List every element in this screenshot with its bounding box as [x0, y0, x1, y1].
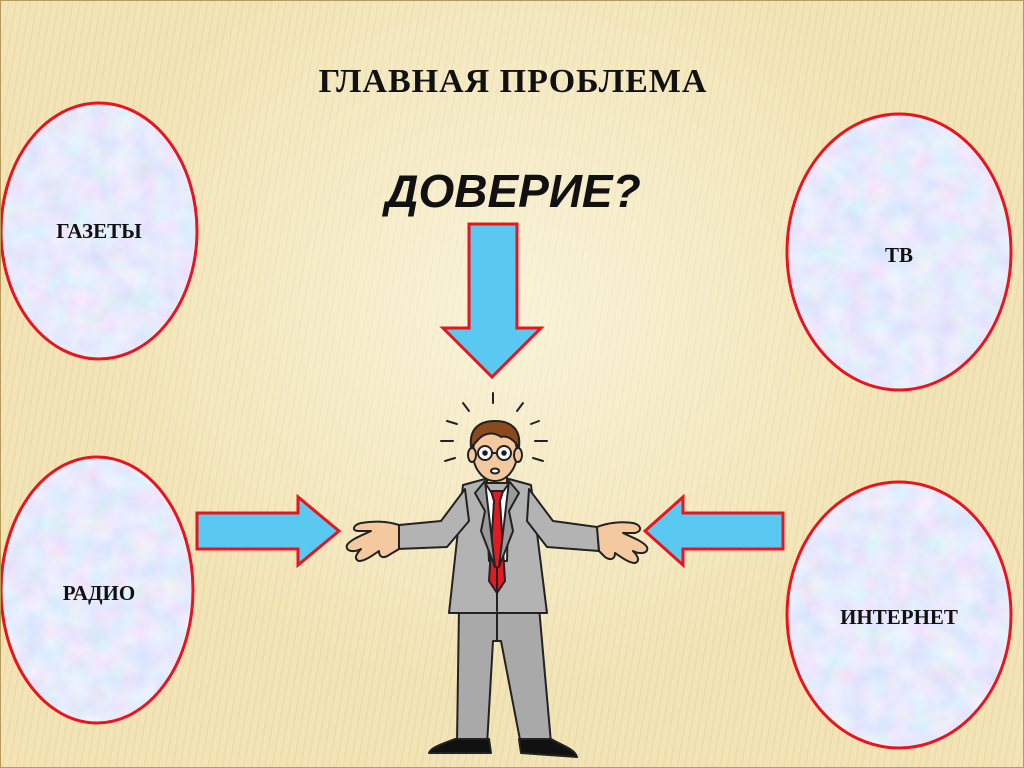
- left-arrow-icon: [642, 493, 785, 569]
- internet-label: ИНТЕРНЕТ: [840, 605, 958, 629]
- trust-question: ДОВЕРИЕ?: [385, 165, 641, 217]
- page-title: ГЛАВНАЯ ПРОБЛЕМА: [318, 63, 708, 100]
- down-arrow-icon: [439, 222, 545, 380]
- radio-label: РАДИО: [62, 581, 136, 605]
- radio-ellipse: [1, 457, 193, 723]
- newspapers-ellipse: [1, 103, 197, 359]
- confused-man-icon: [345, 392, 649, 758]
- tv-label: ТВ: [884, 243, 913, 267]
- tv-ellipse: [787, 114, 1011, 390]
- newspapers-label: ГАЗЕТЫ: [56, 219, 142, 243]
- internet-ellipse: [787, 482, 1011, 748]
- right-arrow-icon: [195, 493, 342, 569]
